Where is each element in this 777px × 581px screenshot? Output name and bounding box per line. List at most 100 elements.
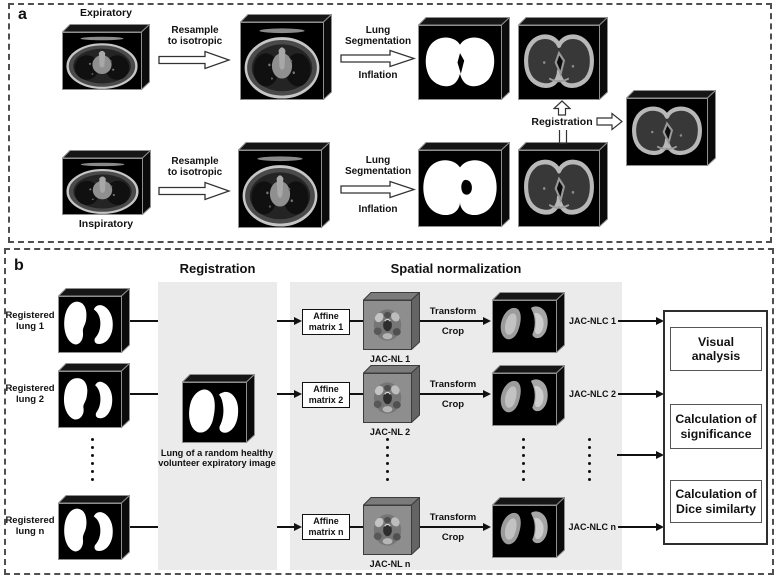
jac-nlc-2-cube (492, 365, 565, 426)
result-line1: Calculation of (675, 412, 757, 426)
transform-label: Transform (429, 512, 477, 523)
resample-label-bottom: Resample to isotropic (148, 156, 242, 179)
jac-nlc-1-cube (492, 292, 565, 353)
connector-line (130, 526, 158, 528)
registered-lung-1-label: Registered lung 1 (2, 310, 58, 333)
arrowhead-icon (656, 390, 664, 398)
arrowhead-icon (656, 523, 664, 531)
arrowhead-icon (483, 523, 491, 531)
calculation-significance-box: Calculation of significance (670, 404, 762, 449)
segmentation-label-bottom: Lung Segmentation (330, 155, 426, 178)
inspiratory-title: Inspiratory (78, 218, 134, 230)
jac-nl-2-label: JAC-NL 2 (369, 427, 411, 437)
connector-line (420, 393, 484, 395)
ellipsis-dots (386, 438, 389, 481)
block-arrow-right-icon (340, 49, 417, 68)
panel-a-frame (8, 3, 772, 243)
affine-line2: matrix n (308, 527, 344, 537)
source-line1: Registered (5, 515, 55, 526)
block-arrow-right-icon (158, 181, 231, 201)
arrowhead-icon (656, 317, 664, 325)
registration-result-cube (626, 90, 716, 166)
crop-label: Crop (441, 399, 465, 410)
calculation-dice-box: Calculation of Dice similarty (670, 480, 762, 523)
inspiratory-mask-cube (418, 142, 510, 227)
arrowhead-icon (294, 523, 302, 531)
registered-lung-2-cube (58, 363, 130, 428)
result-line1: Visual (697, 334, 734, 349)
inflation-label-bottom: Inflation (358, 204, 398, 215)
ellipsis-dots (588, 438, 591, 481)
registration-a-label: Registration (531, 116, 593, 128)
connector-line (350, 393, 364, 395)
expiratory-resampled-cube (240, 14, 332, 100)
jac-nlc-n-label: JAC-NLC n (568, 522, 617, 532)
jac-nlc-1-label: JAC-NLC 1 (568, 316, 616, 326)
affine-line1: Affine (313, 384, 339, 395)
transform-label: Transform (429, 306, 477, 317)
connector-line (618, 393, 657, 395)
connector-line (130, 393, 158, 395)
connector-line (277, 320, 295, 322)
jac-nlc-2-label: JAC-NLC 2 (568, 389, 616, 399)
registered-lung-1-cube (58, 288, 130, 353)
jac-nl-n-cube (363, 497, 420, 555)
jac-nl-2-cube (363, 365, 420, 423)
block-arrow-right-icon (158, 50, 231, 70)
normalization-column-header: Spatial normalization (390, 261, 522, 276)
arrowhead-icon (294, 317, 302, 325)
resample-line1: Resample (171, 25, 219, 36)
jac-nl-1-label: JAC-NL 1 (369, 354, 411, 364)
result-line2: significance (680, 426, 752, 441)
resample-line2: to isotropic (167, 167, 223, 179)
resample-label-top: Resample to isotropic (148, 25, 242, 48)
inspiratory-inflation-cube (518, 142, 608, 227)
connector-line (277, 393, 295, 395)
arrowhead-icon (656, 451, 664, 459)
connector-line (350, 526, 364, 528)
ellipsis-dots (522, 438, 525, 481)
result-line1: Calculation of (675, 487, 757, 501)
expiratory-inflation-cube (518, 17, 608, 100)
panel-a-label: a (18, 6, 27, 23)
expiratory-mask-cube (418, 17, 510, 100)
caption-line2: volunteer expiratory image (158, 458, 276, 469)
segmentation-line2: Segmentation (344, 36, 412, 48)
source-line2: lung n (15, 525, 45, 537)
inflation-label-top: Inflation (358, 70, 398, 81)
jac-nl-1-cube (363, 292, 420, 350)
affine-line1: Affine (313, 311, 339, 322)
segmentation-line2: Segmentation (344, 166, 412, 178)
arrowhead-icon (483, 390, 491, 398)
affine-line1: Affine (313, 516, 339, 527)
connector-line (277, 526, 295, 528)
connector-line (420, 526, 484, 528)
expiratory-ct-cube (62, 24, 150, 90)
registered-lung-n-cube (58, 495, 130, 560)
affine-matrix-2-box: Affine matrix 2 (302, 382, 350, 408)
connector-line (617, 454, 657, 456)
segmentation-label-top: Lung Segmentation (330, 25, 426, 48)
connector-line (130, 320, 158, 322)
block-arrow-right-icon (596, 112, 623, 131)
source-line2: lung 2 (16, 393, 44, 405)
transform-label: Transform (429, 379, 477, 390)
affine-matrix-n-box: Affine matrix n (302, 514, 350, 540)
connector-line (420, 320, 484, 322)
visual-analysis-box: Visual analysis (670, 327, 762, 371)
source-line1: Registered (5, 383, 55, 394)
jac-nlc-n-cube (492, 497, 565, 558)
inspiratory-ct-cube (62, 150, 151, 215)
caption-line1: Lung of a random healthy (160, 448, 274, 458)
expiratory-title: Expiratory (80, 7, 132, 19)
inspiratory-resampled-cube (238, 142, 330, 228)
source-line2: lung 1 (16, 320, 44, 332)
ellipsis-dots (91, 438, 94, 481)
connector-line (618, 526, 657, 528)
arrowhead-icon (483, 317, 491, 325)
block-arrow-shaft-icon (558, 130, 568, 144)
block-arrow-right-icon (340, 180, 417, 199)
panel-b-label: b (14, 257, 24, 274)
arrowhead-icon (294, 390, 302, 398)
